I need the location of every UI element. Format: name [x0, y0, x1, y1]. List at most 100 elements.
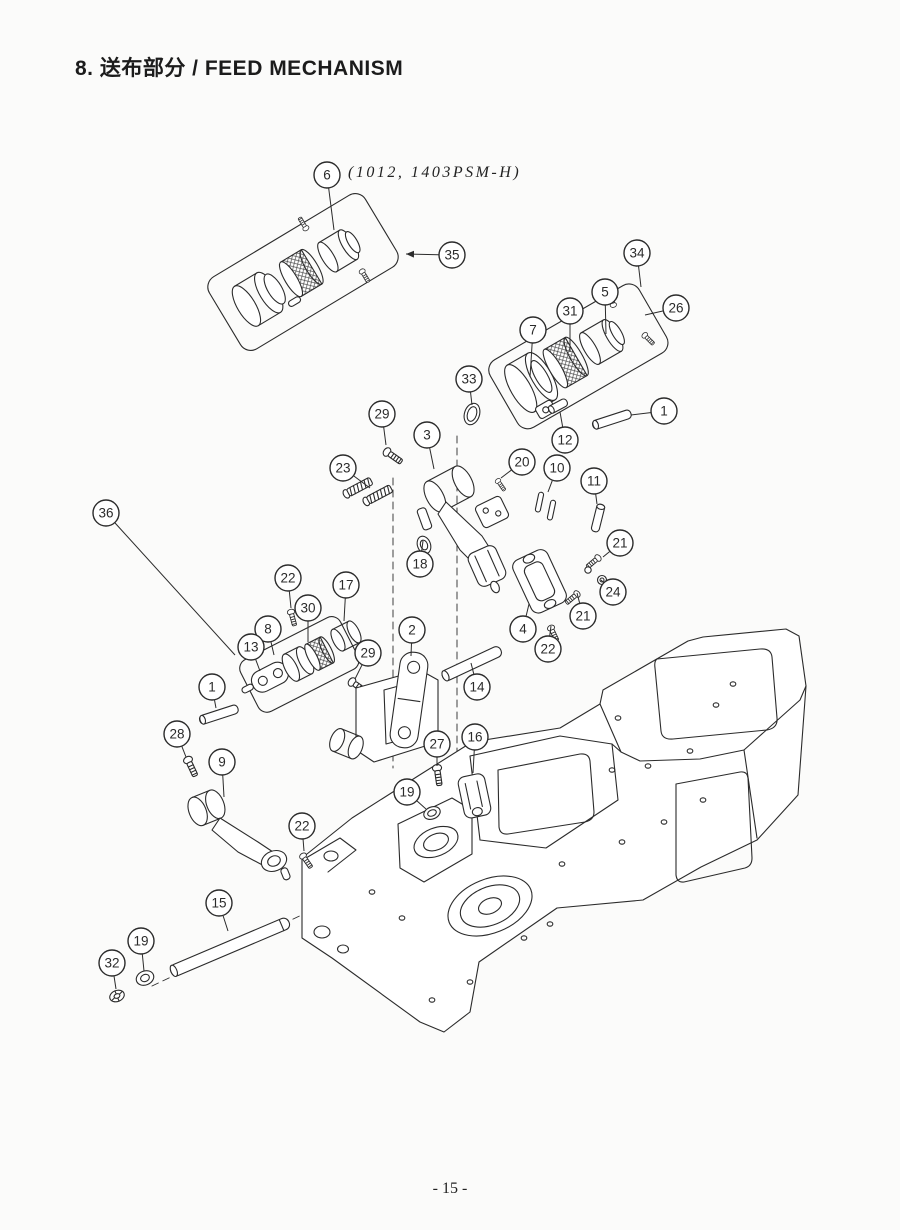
- svg-text:24: 24: [605, 585, 621, 600]
- callout-17: 17: [332, 571, 360, 622]
- callout-31: 31: [556, 297, 584, 352]
- svg-text:13: 13: [243, 640, 258, 655]
- machine-bed: [301, 628, 807, 1033]
- callout-14: 14: [463, 662, 491, 701]
- crank-3: [416, 465, 510, 594]
- svg-text:3: 3: [423, 428, 431, 443]
- callout-11: 11: [580, 467, 608, 505]
- callout-13: 13: [237, 633, 265, 672]
- svg-text:9: 9: [218, 755, 226, 770]
- svg-text:1: 1: [208, 680, 216, 695]
- page-number: - 15 -: [432, 1180, 468, 1197]
- spring-screws-23: [342, 477, 393, 507]
- washer-19b: [135, 970, 155, 986]
- pin-12: [547, 398, 569, 414]
- svg-text:8: 8: [264, 622, 272, 637]
- callout-4: 4: [509, 603, 537, 643]
- callout-3: 3: [413, 421, 441, 470]
- svg-text:20: 20: [514, 455, 529, 470]
- svg-text:15: 15: [211, 896, 226, 911]
- callout-29: 29: [354, 639, 382, 680]
- bushing-5: [579, 332, 601, 365]
- page-title: 8. 送布部分 / FEED MECHANISM: [75, 57, 404, 80]
- pin-1b: [198, 704, 239, 725]
- svg-text:30: 30: [300, 601, 315, 616]
- svg-text:31: 31: [562, 304, 577, 319]
- washer-32: [109, 989, 125, 1003]
- bracket-16: [457, 773, 492, 819]
- svg-text:18: 18: [412, 557, 427, 572]
- svg-text:23: 23: [335, 461, 350, 476]
- screw-28: [181, 754, 201, 779]
- svg-text:21: 21: [612, 536, 627, 551]
- svg-text:22: 22: [540, 642, 555, 657]
- svg-text:19: 19: [399, 785, 414, 800]
- svg-text:29: 29: [374, 407, 389, 422]
- callout-7: 7: [519, 316, 547, 378]
- callout-34: 34: [623, 239, 651, 288]
- svg-text:29: 29: [360, 646, 375, 661]
- svg-text:32: 32: [104, 956, 119, 971]
- pin-14: [441, 646, 503, 682]
- svg-text:7: 7: [529, 323, 537, 338]
- callout-15: 15: [205, 889, 233, 932]
- callout-22: 22: [274, 564, 302, 609]
- svg-text:19: 19: [133, 934, 148, 949]
- pin-1: [591, 409, 632, 430]
- callout-27: 27: [423, 730, 451, 766]
- svg-text:2: 2: [408, 623, 416, 638]
- svg-text:33: 33: [461, 372, 476, 387]
- svg-text:22: 22: [294, 819, 309, 834]
- svg-text:16: 16: [467, 730, 482, 745]
- svg-text:28: 28: [169, 727, 184, 742]
- svg-text:10: 10: [549, 461, 564, 476]
- svg-text:11: 11: [587, 474, 601, 489]
- svg-text:26: 26: [668, 301, 683, 316]
- callout-32: 32: [98, 949, 126, 990]
- upper-bearing-group: [207, 193, 399, 351]
- callout-19: 19: [127, 927, 155, 972]
- callout-30: 30: [294, 594, 322, 642]
- svg-text:17: 17: [338, 578, 353, 593]
- feed-link-group: [239, 616, 360, 713]
- svg-text:27: 27: [429, 737, 444, 752]
- callout-6: 6: [313, 161, 341, 231]
- nut-24: [584, 566, 608, 586]
- screw-20: [493, 477, 508, 493]
- callout-22: 22: [288, 812, 316, 852]
- svg-text:34: 34: [629, 246, 645, 261]
- callout-28: 28: [163, 720, 191, 758]
- callout-8: 8: [254, 615, 282, 656]
- svg-text:12: 12: [557, 433, 572, 448]
- svg-text:21: 21: [575, 609, 590, 624]
- callout-29: 29: [368, 400, 396, 446]
- bushing-6: [317, 241, 339, 273]
- callout-22: 22: [534, 625, 562, 663]
- callout-16: 16: [461, 723, 489, 774]
- bed-holes: [368, 681, 737, 1003]
- callout-21: 21: [569, 592, 597, 630]
- callout-33: 33: [455, 365, 483, 406]
- svg-text:1: 1: [660, 404, 668, 419]
- callout-23: 23: [329, 454, 371, 489]
- pin-11: [590, 503, 606, 533]
- callout-19: 19: [393, 778, 427, 810]
- callout-2: 2: [398, 616, 426, 657]
- svg-text:6: 6: [323, 168, 331, 183]
- svg-text:4: 4: [519, 622, 527, 637]
- callout-36: 36: [92, 499, 236, 656]
- link-2: [389, 651, 429, 749]
- feed-shaft-bearing-group: [488, 283, 669, 430]
- svg-text:36: 36: [98, 506, 113, 521]
- callout-12: 12: [551, 411, 579, 454]
- shaft-15: [169, 917, 291, 978]
- svg-text:14: 14: [469, 680, 485, 695]
- washer-19: [423, 806, 441, 820]
- svg-text:22: 22: [280, 571, 295, 586]
- svg-text:5: 5: [601, 285, 609, 300]
- callout-21: 21: [602, 529, 634, 558]
- crank-9: [187, 789, 291, 881]
